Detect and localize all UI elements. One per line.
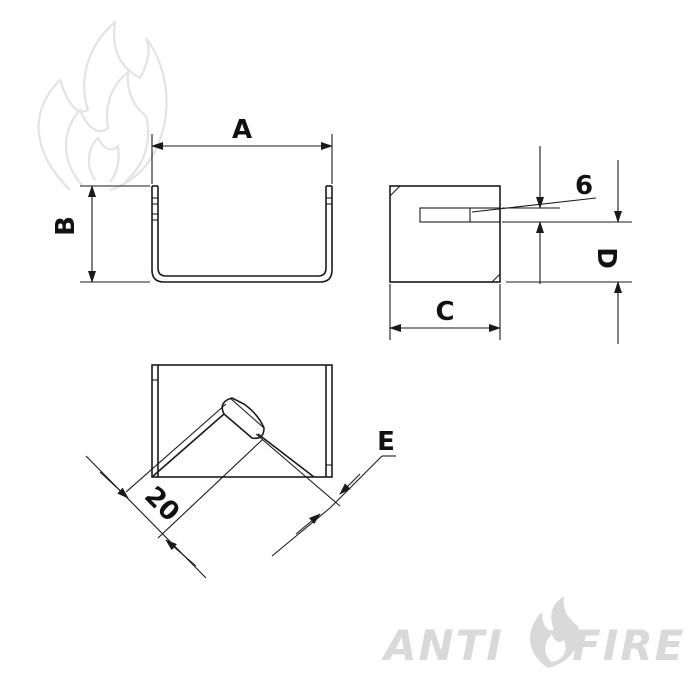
dimension-a: A: [151, 115, 333, 184]
watermark-flame-icon: [37, 19, 168, 192]
dimension-b: B: [51, 185, 150, 283]
dimension-twenty: 20: [85, 403, 263, 579]
side-view: [389, 185, 501, 283]
dimension-e: E: [255, 427, 396, 557]
dimension-d: D: [506, 160, 632, 344]
dimension-e-label: E: [377, 427, 395, 457]
dimension-c-label: C: [435, 297, 454, 327]
dimension-six-label: 6: [575, 171, 593, 201]
dimension-c: C: [389, 284, 501, 340]
front-view: [151, 185, 333, 283]
brand-logo: ANTI FIRE: [381, 596, 685, 670]
brand-left-text: ANTI: [381, 621, 504, 670]
dimension-d-label: D: [591, 247, 621, 269]
dimension-six: 6: [471, 146, 632, 284]
brand-right-text: FIRE: [572, 621, 685, 670]
dimension-twenty-label: 20: [138, 481, 185, 528]
dimension-a-label: A: [232, 115, 252, 145]
top-view: [151, 364, 333, 478]
brand-flame-icon: [529, 596, 579, 668]
dimension-b-label: B: [51, 216, 81, 236]
